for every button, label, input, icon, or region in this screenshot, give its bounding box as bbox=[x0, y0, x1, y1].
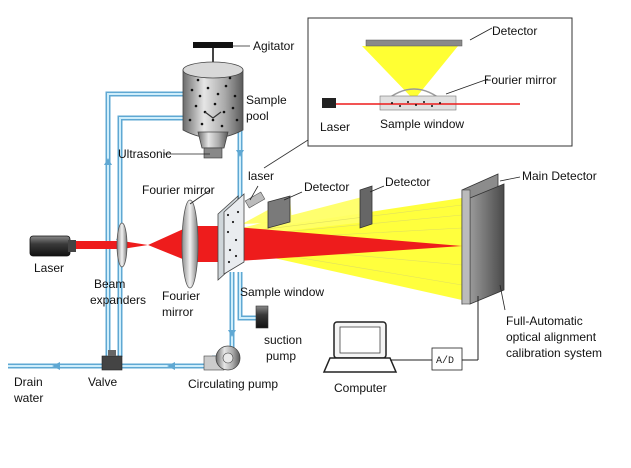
circulating-pump bbox=[203, 345, 241, 371]
label-full-auto-1: Full-Automatic bbox=[506, 314, 583, 328]
computer bbox=[322, 321, 398, 373]
label-sample-window: Sample window bbox=[240, 285, 324, 299]
beam-expander-lens bbox=[116, 222, 128, 268]
label-main-detector: Main Detector bbox=[522, 169, 597, 183]
labels: Agitator Sample pool Ultrasonic Laser Be… bbox=[13, 39, 602, 405]
label-detector-1: Detector bbox=[304, 180, 349, 194]
ad-converter bbox=[390, 296, 479, 371]
valve bbox=[101, 350, 123, 371]
label-computer: Computer bbox=[334, 381, 387, 395]
fourier-mirror-lens bbox=[181, 199, 199, 289]
label-beam-expanders-1: Beam bbox=[94, 277, 125, 291]
label-beam-expanders-2: expanders bbox=[90, 293, 146, 307]
inset-label-fourier-mirror: Fourier mirror bbox=[484, 73, 557, 87]
label-drain-1: Drain bbox=[14, 375, 43, 389]
inset-label-detector: Detector bbox=[492, 24, 537, 38]
label-laser-left: Laser bbox=[34, 261, 64, 275]
detector-2 bbox=[359, 185, 373, 229]
label-full-auto-2: optical alignment bbox=[506, 330, 597, 344]
label-detector-2: Detector bbox=[385, 175, 430, 189]
inset-label-sample-window: Sample window bbox=[380, 117, 464, 131]
label-fourier-mirror-low-2: mirror bbox=[162, 305, 193, 319]
label-full-auto-3: calibration system bbox=[506, 346, 602, 360]
inset-panel bbox=[263, 17, 573, 169]
sample-window bbox=[217, 191, 266, 281]
inset-labels: Detector Fourier mirror Laser Sample win… bbox=[320, 24, 557, 134]
label-valve: Valve bbox=[88, 375, 117, 389]
label-circulating-pump: Circulating pump bbox=[188, 377, 278, 391]
label-drain-2: water bbox=[13, 391, 43, 405]
detector-1 bbox=[267, 195, 291, 229]
suction-pump bbox=[255, 305, 269, 329]
sample-pool bbox=[182, 42, 244, 159]
label-sample-pool-2: pool bbox=[246, 109, 269, 123]
main-detector bbox=[461, 173, 505, 305]
label-ultrasonic: Ultrasonic bbox=[118, 147, 171, 161]
label-suction-pump-2: pump bbox=[266, 349, 296, 363]
window-to-pump-pipe bbox=[212, 272, 235, 361]
label-laser-small: laser bbox=[248, 169, 274, 183]
inset-label-laser: Laser bbox=[320, 120, 350, 134]
label-fourier-mirror-top: Fourier mirror bbox=[142, 183, 215, 197]
label-suction-pump-1: suction bbox=[264, 333, 302, 347]
label-agitator: Agitator bbox=[253, 39, 294, 53]
leader-lines bbox=[164, 27, 521, 311]
label-fourier-mirror-low-1: Fourier bbox=[162, 289, 200, 303]
laser-source bbox=[29, 235, 76, 257]
label-ad: A/D bbox=[436, 355, 454, 367]
label-sample-pool-1: Sample bbox=[246, 93, 287, 107]
